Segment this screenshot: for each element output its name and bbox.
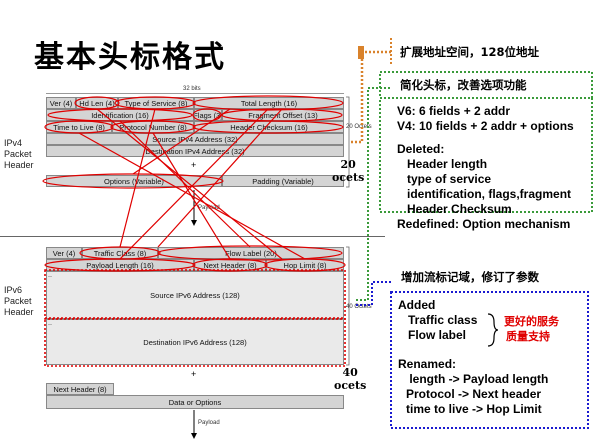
section-divider [0,236,385,237]
renamed-length: length -> Payload length [406,372,549,386]
ipv6-dst-dash-mark: -- [48,322,52,328]
simplify-deleted-tos: type of service [397,172,492,186]
renamed-title: Renamed: [398,357,457,371]
ipv4-payload-label: Payload [198,205,220,211]
ipv6-40-octets-small: 40 Octets [346,304,372,310]
added-title: Added [398,298,436,312]
simplify-deleted-header-length: Header length [397,157,488,171]
ipv6-data-field: Data or Options [46,395,344,409]
renamed-ttl: time to live -> Hop Limit [406,402,542,416]
ipv6-src-dash-mark: -- [48,274,52,280]
simplify-details-box: V6: 6 fields + 2 addr V4: 10 fields + 2 … [397,104,574,232]
ipv4-label-line1: IPv4 [4,138,23,148]
bits-ruler [46,93,344,94]
qos-note: 更好的服务 质量支持 [504,314,559,344]
simplify-redefined: Redefined: Option mechanism [397,217,571,231]
renamed-protocol: Protocol -> Next header [406,387,542,401]
ipv6-header-label: IPv6 Packet Header [4,285,34,318]
ipv4-octets-unit: ocets [332,171,365,184]
ipv4-src-field: Source IPv4 Address (32) [46,133,344,145]
added-flow-label: Flow label [408,328,467,342]
ipv6-label-line2: Packet [4,296,32,306]
ipv6-octets-unit: ocets [334,379,367,392]
ipv4-label-line3: Header [4,160,34,170]
simplify-spacer [397,134,574,142]
simplify-deleted-title: Deleted: [397,142,445,156]
ipv6-label-line3: Header [4,307,34,317]
simplify-line-v6: V6: 6 fields + 2 addr [397,104,511,118]
simplify-deleted-identification: identification, flags,fragment [397,187,572,201]
ipv6-dst-field: Destination IPv6 Address (128) [46,319,344,365]
added-spacer [398,343,548,357]
callout-simplify-header: 简化头标，改善选项功能 [400,78,527,92]
qos-note-line2: 质量支持 [506,330,550,343]
ipv4-dst-field: Destination IPv4 Address (32) [46,145,344,157]
qos-note-line1: 更好的服务 [504,315,559,328]
ipv4-octets-label: 20 ocets [332,158,364,184]
bits-label: 32 bits [183,86,201,92]
ipv6-octets-number: 40 [342,366,358,379]
ipv4-octets-number: 20 [340,158,356,171]
simplify-line-v4: V4: 10 fields + 2 addr + options [397,119,574,133]
ipv4-header-label: IPv4 Packet Header [4,138,34,171]
ipv4-label-line2: Packet [4,149,32,159]
ipv6-octets-label: 40 ocets [334,366,366,392]
callout-add-flow: 增加流标记域，修订了参数 [401,270,539,284]
ipv6-src-field: Source IPv6 Address (128) [46,271,344,319]
ipv4-plus: + [191,160,197,170]
added-renamed-box: Added Traffic class Flow label Renamed: … [398,298,548,417]
added-traffic-class: Traffic class [408,313,478,327]
ipv6-payload-label: Payload [198,420,220,426]
ipv4-padding-field: Padding (Variable) [222,175,344,187]
ipv6-label-line1: IPv6 [4,285,23,295]
callout-expand-address: 扩展地址空间，128位地址 [400,45,540,59]
page-title: 基本头标格式 [34,40,226,75]
ipv4-20-octets-small: 20 Octets [346,124,372,130]
simplify-deleted-checksum: Header Checksum [397,202,512,216]
ipv6-plus: + [191,369,197,379]
ipv6-ver-field: Ver (4) [46,247,82,259]
ipv6-next-header-bottom-field: Next Header (8) [46,383,114,395]
